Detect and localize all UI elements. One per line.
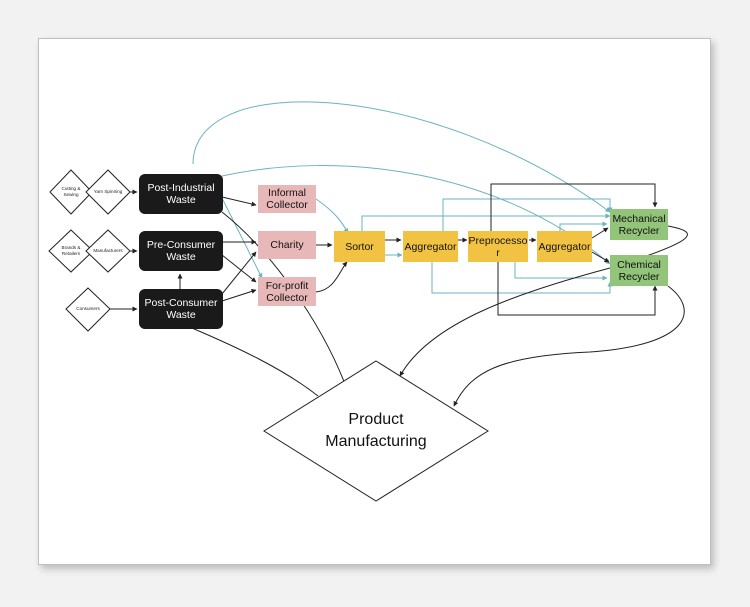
processing-nodes <box>334 231 592 262</box>
aggregator-2-box <box>537 231 592 262</box>
informal-collector-box <box>258 185 316 213</box>
edge-preprocessor-chemical <box>514 262 608 281</box>
post-industrial-waste-box <box>139 174 223 214</box>
waste-nodes <box>139 174 223 329</box>
yarn-spinning-diamond <box>85 169 131 215</box>
consumers-diamond <box>65 287 111 332</box>
edge-aggregator-mechanical <box>442 198 613 232</box>
edge-postindustrial-forprofit <box>221 197 263 279</box>
brands-retailers-diamond <box>48 229 94 273</box>
sortor-box <box>334 231 385 262</box>
mechanical-recycler-box <box>610 209 668 240</box>
edge-sortor-chemical <box>431 262 613 294</box>
edge-forprofit-sortor <box>315 261 348 293</box>
edge-postindustrial-mechanical-top <box>192 101 611 213</box>
edge-informal-sortor <box>315 198 349 234</box>
edge-postindustrial-chemical <box>221 165 611 265</box>
collector-nodes <box>258 185 316 306</box>
manufacturers-diamond <box>85 229 131 273</box>
pre-consumer-waste-box <box>139 231 223 271</box>
recycler-nodes <box>610 209 668 286</box>
edge-chemical-product <box>453 285 685 407</box>
product-manufacturing-diamond <box>263 360 489 502</box>
aggregator-1-box <box>403 231 458 262</box>
edge-postconsumer-charity <box>221 251 257 295</box>
edge-postconsumer-forprofit <box>221 289 257 302</box>
edge-mechanical-product <box>399 225 688 377</box>
source-diamonds <box>48 169 131 332</box>
edge-loop-bottom-chemical <box>497 262 658 316</box>
edge-preconsumer-forprofit <box>221 254 257 283</box>
preprocessor-box <box>468 231 528 262</box>
forprofit-collector-box <box>258 277 316 306</box>
edge-postindustrial-informal <box>221 196 257 207</box>
edge-aggregator2-chemical <box>591 251 610 263</box>
post-consumer-waste-box <box>139 289 223 329</box>
edge-aggregator2-mechanical <box>591 227 609 239</box>
teal-edges <box>192 101 613 294</box>
chemical-recycler-box <box>610 255 668 286</box>
cutting-sewing-diamond <box>49 169 93 215</box>
charity-box <box>258 231 316 259</box>
edge-aggregator2-mechanical <box>559 221 608 232</box>
edge-sortor-mechanical <box>361 213 611 232</box>
edge-loop-top-mechanical <box>490 183 658 232</box>
